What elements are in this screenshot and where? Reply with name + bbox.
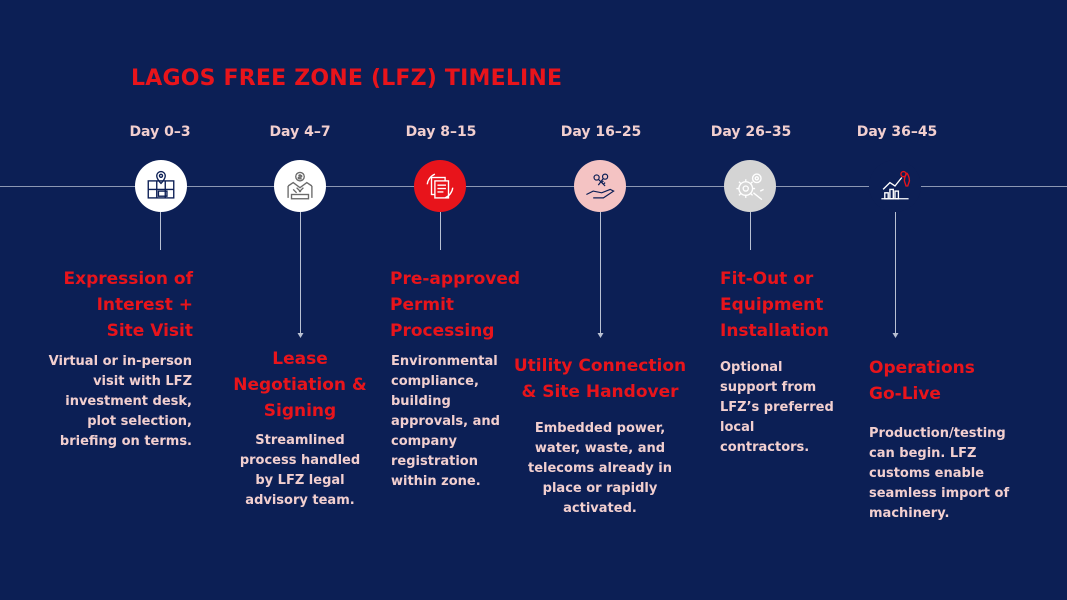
growth-chart-rocket-icon [869,160,921,212]
stage-4-day: Day 16–25 [560,124,642,140]
stage-4-title: Utility Connection & Site Handover [513,356,687,402]
timeline-axis [0,186,1067,187]
page-title: LAGOS FREE ZONE (LFZ) TIMELINE [131,66,563,91]
stage-3-day: Day 8–15 [405,124,477,140]
stage-4-connector [600,212,601,334]
stage-4-description: Embedded power, water, waste, and teleco… [528,421,672,516]
stage-2-connector [300,212,301,334]
stage-1-description: Virtual or in-person visit with LFZ inve… [48,354,192,449]
stage-6-arrow-head [892,333,899,338]
stage-3-title: Pre-approved Permit Processing [390,269,521,341]
stage-6-description: Production/testing can begin. LFZ custom… [869,426,1010,521]
stage-4-arrow-head [597,333,604,338]
stage-5-title: Fit-Out or Equipment Installation [720,269,830,341]
stage-2-arrow-head [297,333,304,338]
stage-5-day: Day 26–35 [710,124,792,140]
stage-2-description: Streamlined process handled by LFZ legal… [239,433,361,508]
stage-1-connector [160,212,161,250]
stage-2-title: Lease Negotiation & Signing [233,349,367,421]
stage-6-title: Operations Go-Live [869,358,975,404]
stage-3-description: Environmental compliance, building appro… [391,354,500,489]
stage-6-connector [895,212,896,334]
stage-2-day: Day 4–7 [269,124,331,140]
handshake-dollar-icon [274,160,326,212]
gear-tools-icon [724,160,776,212]
site-plan-location-icon [135,160,187,212]
stage-5-connector [750,212,751,250]
stage-3-connector [440,212,441,250]
stage-1-title: Expression of Interest + Site Visit [63,269,193,341]
stage-6-day: Day 36–45 [856,124,938,140]
stage-1-day: Day 0–3 [129,124,191,140]
key-handover-icon [574,160,626,212]
document-processing-icon [414,160,466,212]
stage-5-description: Optional support from LFZ’s preferred lo… [720,360,834,455]
